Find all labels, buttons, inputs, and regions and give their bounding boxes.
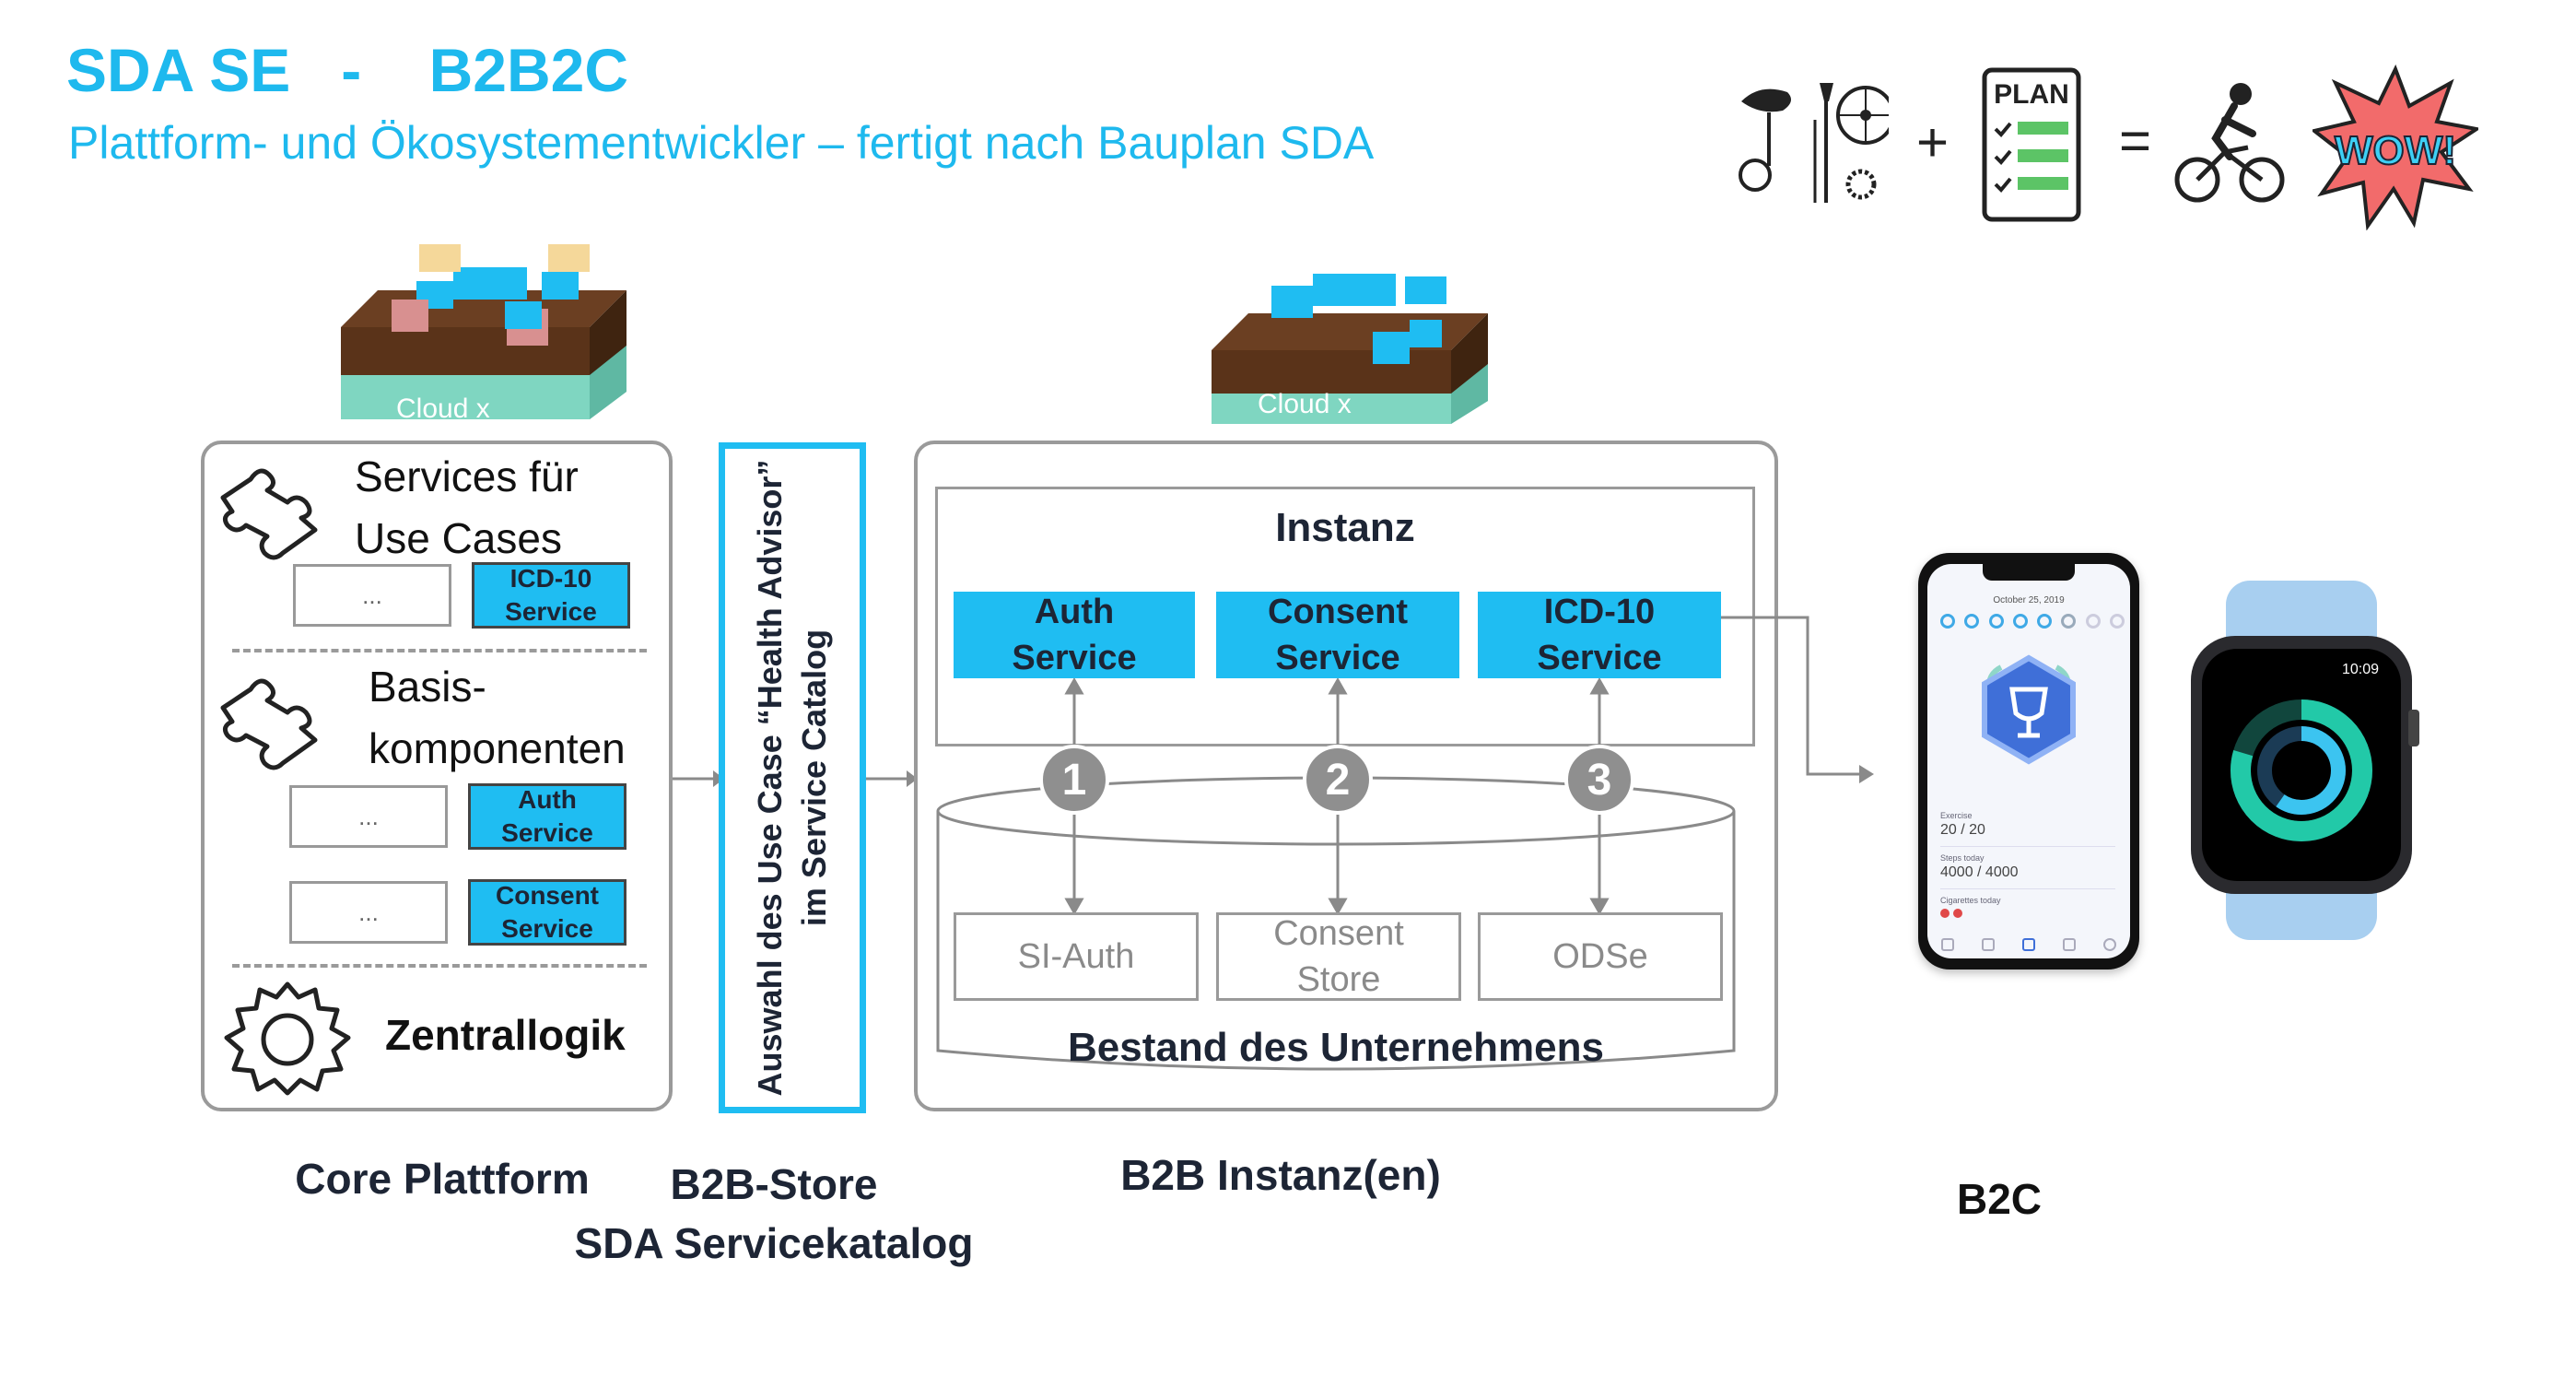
backend-2-line1: Consent	[1273, 914, 1404, 953]
phone-tab-bar	[1927, 931, 2130, 958]
consent-line1: Consent	[496, 881, 599, 910]
cloud-right-label: Cloud x	[1258, 389, 1352, 419]
gear-icon	[214, 977, 361, 1097]
services-title-line2: Use Cases	[355, 514, 562, 562]
cloud-platform-left: Cloud x	[341, 235, 626, 429]
plan-checklist-icon: PLAN	[1981, 66, 2082, 223]
backend-odse: ODSe	[1478, 912, 1723, 1001]
b2c-caption: B2C	[1956, 1175, 2043, 1223]
arrow-instance-to-b2c	[1721, 616, 1874, 783]
arrow-core-to-store	[673, 770, 724, 787]
cloud-left-label: Cloud x	[396, 394, 490, 424]
cloud-platform-right: Cloud x	[1212, 263, 1488, 424]
exercise-label: Exercise	[1940, 811, 1973, 820]
phone-notch	[1983, 564, 2075, 581]
backend-3-line1: ODSe	[1552, 937, 1648, 976]
store-caption-line2: SDA Servicekatalog	[574, 1219, 974, 1267]
basis-line1: Basis-	[369, 663, 486, 711]
smartphone: October 25, 2019 Exercise 20 / 20 Steps …	[1918, 553, 2139, 970]
icd10-line1: ICD-10	[509, 564, 592, 593]
core-platform-panel	[201, 441, 673, 1111]
arrow-store-to-instance	[866, 770, 918, 787]
services-placeholder-box: ...	[293, 564, 451, 627]
auth-line1: Auth	[518, 785, 577, 814]
steps-value: 4000 / 4000	[1940, 864, 2019, 880]
instance-icd10-line1: ICD-10	[1543, 593, 1656, 631]
instance-consent-line2: Service	[1275, 639, 1400, 677]
step-badge-1: 1	[1039, 745, 1109, 815]
instance-auth-line2: Service	[1012, 639, 1137, 677]
core-platform-caption: Core Plattform	[295, 1155, 590, 1203]
instance-consent-line1: Consent	[1268, 593, 1408, 631]
plus-sign: +	[1916, 112, 1950, 173]
basis-placeholder-box-1: ...	[289, 785, 448, 848]
cigarettes-label: Cigarettes today	[1940, 896, 2001, 905]
wow-burst-icon: WOW!	[2310, 64, 2482, 231]
watch-case: 10:09	[2191, 636, 2412, 894]
backend-si-auth: SI-Auth	[954, 912, 1199, 1001]
phone-day-rings	[1940, 614, 2125, 632]
phone-date: October 25, 2019	[1993, 595, 2065, 605]
page-subtitle: Plattform- und Ökosystementwickler – fer…	[68, 117, 1375, 169]
equals-sign: =	[2119, 110, 2152, 171]
watch-crown	[2408, 710, 2419, 746]
watch-screen: 10:09	[2202, 649, 2401, 881]
plan-label: PLAN	[1994, 79, 2069, 110]
icd10-line2: Service	[505, 597, 597, 626]
instance-icd10-line2: Service	[1537, 639, 1662, 677]
puzzle-icon	[214, 461, 334, 562]
consent-line2: Service	[501, 914, 593, 943]
basis-line2: komponenten	[369, 724, 626, 772]
basis-placeholder-box-2: ...	[289, 881, 448, 944]
backend-1-line1: SI-Auth	[1017, 937, 1135, 976]
auth-line2: Service	[501, 818, 593, 847]
trophy-badge-icon	[1982, 654, 2076, 765]
activity-ring-icon	[2231, 699, 2372, 841]
step-badge-2: 2	[1303, 745, 1373, 815]
services-title-line1: Services für	[355, 452, 579, 500]
backend-2-line2: Store	[1296, 960, 1381, 999]
store-catalog-box: Auswahl des Use Case “Health Advisor” im…	[719, 442, 866, 1113]
watch-time: 10:09	[2341, 662, 2379, 677]
instance-caption: B2B Instanz(en)	[1120, 1151, 1441, 1199]
store-vertical-line2: im Service Catalog	[795, 629, 833, 927]
bike-parts-icon	[1732, 65, 1895, 221]
cyclist-icon	[2174, 74, 2285, 212]
wow-label: WOW!	[2335, 128, 2456, 173]
zentrallogik-label: Zentrallogik	[385, 1011, 626, 1059]
divider-2	[232, 964, 647, 968]
store-caption-line1: B2B-Store	[670, 1160, 878, 1208]
phone-screen: October 25, 2019 Exercise 20 / 20 Steps …	[1927, 564, 2130, 958]
database-label: Bestand des Unternehmens	[1068, 1025, 1604, 1070]
exercise-value: 20 / 20	[1940, 822, 1985, 838]
page-title: SDA SE - B2B2C	[66, 36, 629, 104]
store-vertical-line1: Auswahl des Use Case “Health Advisor”	[751, 459, 789, 1097]
instance-auth-line1: Auth	[1034, 593, 1115, 631]
store-vertical-text: Auswahl des Use Case “Health Advisor” im…	[748, 455, 837, 1100]
smartwatch: 10:09	[2182, 581, 2421, 940]
instanz-title: Instanz	[1275, 505, 1415, 550]
puzzle-icon	[214, 671, 334, 772]
divider-1	[232, 649, 647, 652]
steps-label: Steps today	[1940, 853, 1985, 863]
step-badge-3: 3	[1564, 745, 1634, 815]
